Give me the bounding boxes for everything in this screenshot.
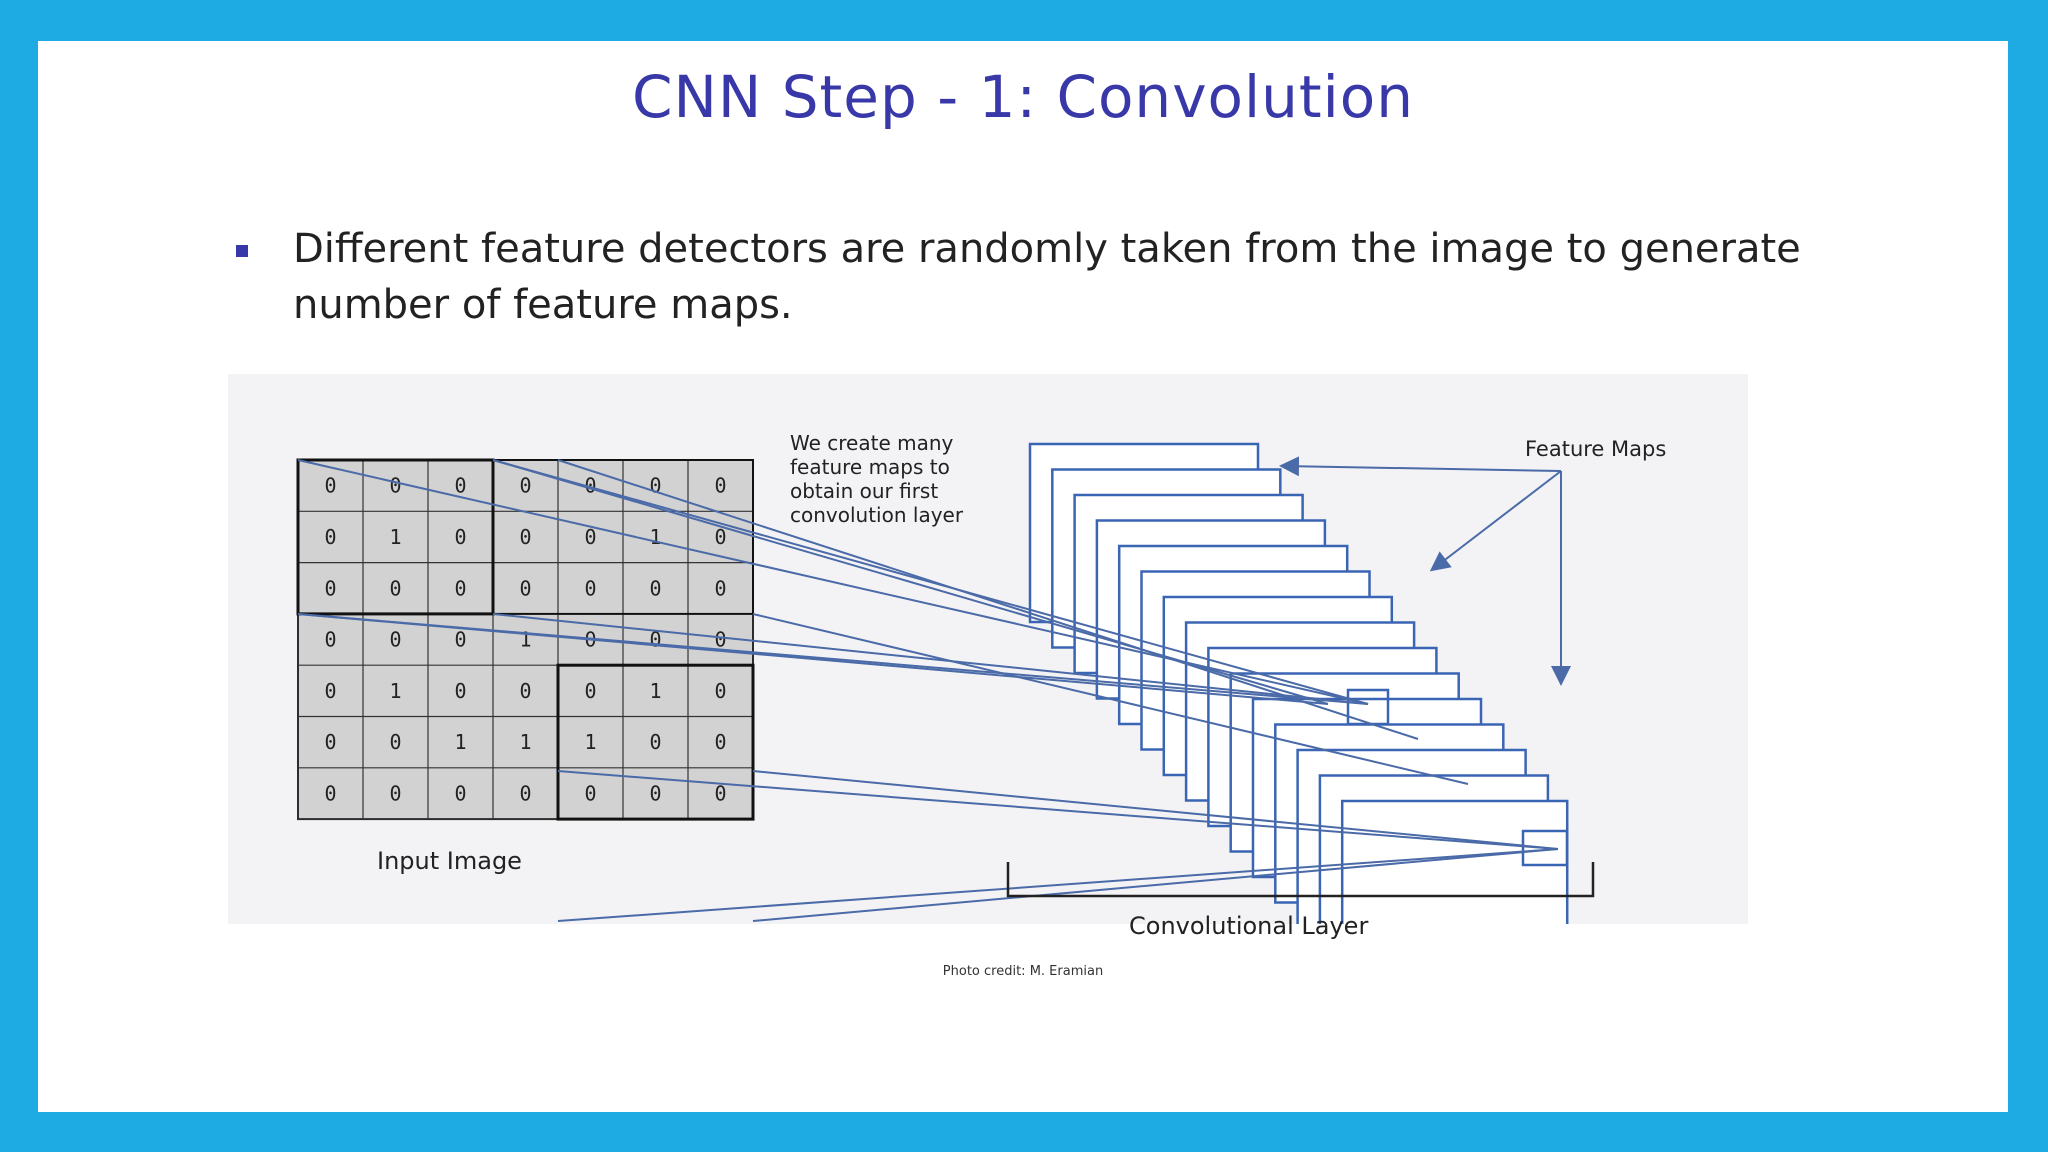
convolutional-layer-bracket <box>1006 862 1595 898</box>
matrix-cell: 1 <box>519 730 531 754</box>
bullet-text: Different feature detectors are randomly… <box>293 226 1801 328</box>
matrix-cell: 0 <box>389 628 401 652</box>
matrix-cell: 0 <box>324 525 336 549</box>
input-matrix-background <box>297 459 754 821</box>
matrix-cell: 1 <box>454 730 466 754</box>
matrix-cell: 0 <box>324 679 336 703</box>
matrix-cell: 1 <box>389 525 401 549</box>
matrix-cell: 0 <box>519 474 531 498</box>
matrix-cell: 1 <box>584 730 596 754</box>
detector-window-bottom-right <box>556 663 755 821</box>
bullet-item: Different feature detectors are randomly… <box>236 221 1913 333</box>
feature-map-output-cell <box>1346 688 1390 726</box>
matrix-cell: 0 <box>454 474 466 498</box>
matrix-cell: 1 <box>519 628 531 652</box>
matrix-cell: 0 <box>584 781 596 805</box>
matrix-cell: 0 <box>324 576 336 600</box>
slide-title: CNN Step - 1: Convolution <box>632 63 1414 131</box>
matrix-cell: 0 <box>389 474 401 498</box>
feature-maps-note: We create many feature maps to obtain ou… <box>790 431 964 527</box>
feature-maps-arrow <box>1429 470 1562 572</box>
matrix-cell: 0 <box>454 781 466 805</box>
matrix-cell: 0 <box>454 679 466 703</box>
matrix-cell: 0 <box>389 576 401 600</box>
matrix-cell: 0 <box>714 474 726 498</box>
slide: CNN Step - 1: Convolution Different feat… <box>38 41 2008 1112</box>
matrix-cell: 0 <box>584 679 596 703</box>
matrix-cell: 0 <box>389 781 401 805</box>
matrix-cell: 0 <box>714 679 726 703</box>
projection-line <box>557 459 1419 740</box>
matrix-cell: 0 <box>649 781 661 805</box>
projection-line <box>557 770 1559 850</box>
projection-line <box>492 459 1369 705</box>
input-image-label: Input Image <box>377 847 522 875</box>
projection-line <box>752 848 1559 922</box>
convolution-diagram: 0 0 0 0 0 0 0 0 1 0 0 0 1 0 0 0 0 0 0 0 0 0 0 0 1 0 0 0 0 1 0 0 0 1 0 0 0 1 1 1… <box>296 442 1595 924</box>
bullet-marker <box>236 245 248 257</box>
matrix-cell: 0 <box>649 730 661 754</box>
convolutional-layer-label: Convolutional Layer <box>1129 912 1369 940</box>
projection-line <box>492 459 1329 705</box>
matrix-cell: 0 <box>454 628 466 652</box>
matrix-cell: 0 <box>519 781 531 805</box>
projection-line <box>557 848 1559 922</box>
convolution-figure: 0 0 0 0 0 0 0 0 1 0 0 0 1 0 0 0 0 0 0 0 0 0 0 0 1 0 0 0 0 1 0 0 0 1 0 0 0 1 1 1… <box>228 374 1748 940</box>
matrix-cell: 0 <box>714 525 726 549</box>
matrix-cell: 0 <box>519 525 531 549</box>
matrix-cell: 0 <box>324 628 336 652</box>
matrix-cell: 1 <box>649 679 661 703</box>
matrix-cell: 0 <box>584 474 596 498</box>
matrix-cell: 0 <box>324 781 336 805</box>
feature-map-output-cell <box>1521 829 1569 867</box>
matrix-cell: 1 <box>389 679 401 703</box>
matrix-cell: 0 <box>714 730 726 754</box>
projection-line <box>492 613 1369 705</box>
matrix-cell: 0 <box>714 781 726 805</box>
matrix-cell: 0 <box>584 576 596 600</box>
matrix-cell: 1 <box>649 525 661 549</box>
matrix-cell: 0 <box>454 525 466 549</box>
matrix-cell: 0 <box>324 730 336 754</box>
matrix-cell: 0 <box>649 576 661 600</box>
feature-maps-label: Feature Maps <box>1525 437 1667 461</box>
photo-credit: Photo credit: M. Eramian <box>942 964 1104 979</box>
matrix-cell: 0 <box>714 628 726 652</box>
matrix-cell: 0 <box>519 576 531 600</box>
projection-line <box>297 613 1329 705</box>
matrix-cell: 0 <box>324 474 336 498</box>
matrix-cell: 0 <box>714 576 726 600</box>
projection-line <box>752 613 1469 785</box>
matrix-cell: 0 <box>454 576 466 600</box>
projection-line <box>752 770 1559 850</box>
feature-maps-arrow <box>1279 456 1562 477</box>
matrix-cell: 0 <box>584 525 596 549</box>
matrix-cell: 0 <box>519 679 531 703</box>
matrix-cell: 0 <box>389 730 401 754</box>
